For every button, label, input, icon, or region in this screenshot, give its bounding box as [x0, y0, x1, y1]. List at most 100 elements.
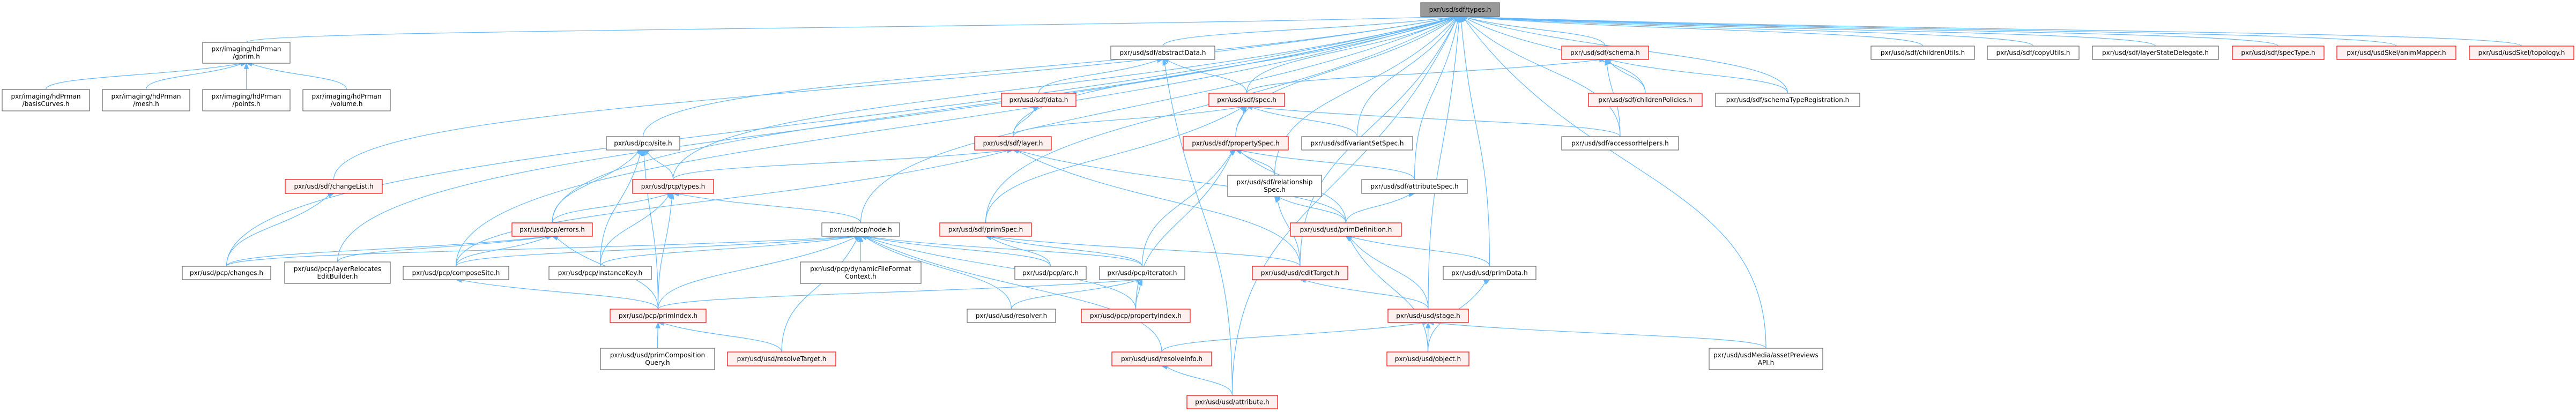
node-specType[interactable]: pxr/usd/sdf/specType.h — [2232, 46, 2325, 60]
edge-attribute-to-resolveInfo — [1161, 364, 1233, 396]
node-changeList[interactable]: pxr/usd/sdf/changeList.h — [285, 179, 383, 194]
node-attribute[interactable]: pxr/usd/usd/attribute.h — [1186, 395, 1278, 409]
node-label: API.h — [1758, 359, 1774, 366]
node-box — [1186, 395, 1278, 409]
node-basisCurves[interactable]: pxr/imaging/hdPrman/basisCurves.h — [2, 89, 90, 111]
node-composeSite[interactable]: pxr/usd/pcp/composeSite.h — [403, 266, 509, 280]
node-label: pxr/usd/sdf/layer.h — [983, 140, 1043, 147]
edge-line — [1251, 106, 1621, 137]
node-resolveInfo[interactable]: pxr/usd/usd/resolveInfo.h — [1111, 351, 1212, 366]
node-variantSetSpec[interactable]: pxr/usd/sdf/variantSetSpec.h — [1301, 136, 1413, 151]
edge-attributeSpec-to-types — [1414, 16, 1461, 180]
node-volume[interactable]: pxr/imaging/hdPrman/volume.h — [302, 89, 391, 111]
arrowhead-icon — [1241, 106, 1248, 113]
node-propertySpec[interactable]: pxr/usd/sdf/propertySpec.h — [1183, 136, 1289, 151]
edge-attribute-to-abstractData — [1162, 58, 1233, 396]
node-layer[interactable]: pxr/usd/sdf/layer.h — [974, 136, 1052, 151]
node-data[interactable]: pxr/usd/sdf/data.h — [1001, 93, 1077, 107]
node-box — [1290, 222, 1402, 237]
node-stage[interactable]: pxr/usd/usd/stage.h — [1387, 309, 1469, 323]
node-pcpTypes[interactable]: pxr/usd/pcp/types.h — [632, 179, 714, 194]
node-label: /points.h — [232, 100, 260, 108]
node-layerStateDelegate[interactable]: pxr/usd/sdf/layerStateDelegate.h — [2092, 46, 2219, 60]
node-label: pxr/usd/pcp/primIndex.h — [619, 312, 697, 320]
edge-iterator-to-propertySpec — [1141, 149, 1237, 267]
node-childrenPolicies[interactable]: pxr/usd/sdf/childrenPolicies.h — [1588, 93, 1703, 107]
node-changes[interactable]: pxr/usd/pcp/changes.h — [182, 266, 271, 280]
node-resolveTarget[interactable]: pxr/usd/usd/resolveTarget.h — [727, 351, 836, 366]
node-site[interactable]: pxr/usd/pcp/site.h — [606, 136, 680, 151]
arrowhead-icon — [641, 149, 647, 156]
node-object[interactable]: pxr/usd/usd/object.h — [1386, 351, 1469, 366]
node-box — [1561, 136, 1679, 151]
node-box — [1870, 46, 1975, 60]
node-primDefinition[interactable]: pxr/usd/usd/primDefinition.h — [1290, 222, 1402, 237]
edge-line — [1251, 107, 1358, 137]
node-copyUtils[interactable]: pxr/usd/sdf/copyUtils.h — [1987, 46, 2080, 60]
node-abstractData[interactable]: pxr/usd/sdf/abstractData.h — [1110, 46, 1215, 60]
node-box — [1227, 175, 1322, 197]
edge-line — [1135, 153, 1233, 310]
edge-line — [552, 151, 639, 223]
node-label: pxr/usd/sdf/childrenPolicies.h — [1598, 96, 1692, 104]
node-primData[interactable]: pxr/usd/usd/primData.h — [1443, 266, 1536, 280]
edge-line — [647, 152, 674, 180]
node-attributeSpec[interactable]: pxr/usd/sdf/attributeSpec.h — [1361, 179, 1468, 194]
node-points[interactable]: pxr/imaging/hdPrman/points.h — [202, 89, 291, 111]
edge-primSpec-to-spec — [985, 105, 1248, 223]
node-propertyIndex[interactable]: pxr/usd/pcp/propertyIndex.h — [1081, 309, 1191, 323]
node-resolver[interactable]: pxr/usd/usd/resolver.h — [967, 309, 1056, 323]
node-errors[interactable]: pxr/usd/pcp/errors.h — [511, 222, 593, 237]
edge-changes-to-errors — [226, 234, 553, 267]
node-editTarget[interactable]: pxr/usd/usd/editTarget.h — [1252, 266, 1348, 280]
edge-line — [226, 236, 548, 267]
node-label: pxr/usd/pcp/composeSite.h — [412, 269, 500, 277]
node-label: pxr/usd/sdf/schemaTypeRegistration.h — [1726, 96, 1850, 104]
edge-line — [226, 236, 856, 267]
node-arc[interactable]: pxr/usd/pcp/arc.h — [1014, 266, 1087, 280]
edge-line — [1162, 16, 1456, 47]
edge-line — [1350, 238, 1429, 310]
node-label: Context.h — [845, 273, 876, 280]
node-box — [1099, 266, 1185, 280]
node-spec[interactable]: pxr/usd/sdf/spec.h — [1208, 93, 1285, 107]
node-primSpec[interactable]: pxr/usd/sdf/primSpec.h — [939, 222, 1032, 237]
arrowhead-icon — [551, 235, 559, 241]
edge-points-to-gprim — [243, 62, 249, 90]
edge-line — [663, 323, 782, 353]
edge-usdMediaAssetPreviewsAPI-to-stage — [1427, 320, 1766, 349]
node-accessorHelpers[interactable]: pxr/usd/sdf/accessorHelpers.h — [1561, 136, 1679, 151]
node-schemaTypeRegistration[interactable]: pxr/usd/sdf/schemaTypeRegistration.h — [1715, 93, 1860, 107]
arrowhead-icon — [1483, 279, 1490, 285]
edge-abstractData-to-types — [1162, 14, 1461, 47]
node-primIndex[interactable]: pxr/usd/pcp/primIndex.h — [610, 309, 707, 323]
edge-line — [1414, 20, 1458, 180]
edge-line — [1164, 64, 1233, 396]
node-schema[interactable]: pxr/usd/sdf/schema.h — [1561, 46, 1649, 60]
node-gprim[interactable]: pxr/imaging/hdPrman/gprim.h — [202, 42, 291, 64]
node-box — [302, 89, 391, 111]
edge-line — [1465, 16, 1924, 47]
node-topology[interactable]: pxr/usd/usdSkel/topology.h — [2469, 46, 2574, 60]
node-label: pxr/imaging/hdPrman — [212, 46, 281, 53]
node-label: pxr/usd/pcp/types.h — [641, 183, 706, 190]
node-node[interactable]: pxr/usd/pcp/node.h — [821, 222, 900, 237]
node-instanceKey[interactable]: pxr/usd/pcp/instanceKey.h — [548, 266, 652, 280]
node-box — [1208, 93, 1285, 107]
node-label: /basisCurves.h — [23, 100, 70, 108]
node-label: pxr/usd/usdSkel/animMapper.h — [2347, 49, 2446, 57]
edge-stage-to-editTarget — [1299, 278, 1429, 310]
edge-primData-to-types — [1459, 16, 1490, 267]
arrowhead-icon — [1032, 106, 1040, 112]
edge-line — [226, 194, 330, 267]
node-childrenUtils[interactable]: pxr/usd/sdf/childrenUtils.h — [1870, 46, 1975, 60]
edge-line — [599, 236, 856, 267]
node-animMapper[interactable]: pxr/usd/usdSkel/animMapper.h — [2336, 46, 2456, 60]
node-mesh[interactable]: pxr/imaging/hdPrman/mesh.h — [102, 89, 190, 111]
node-iterator[interactable]: pxr/usd/pcp/iterator.h — [1099, 266, 1185, 280]
